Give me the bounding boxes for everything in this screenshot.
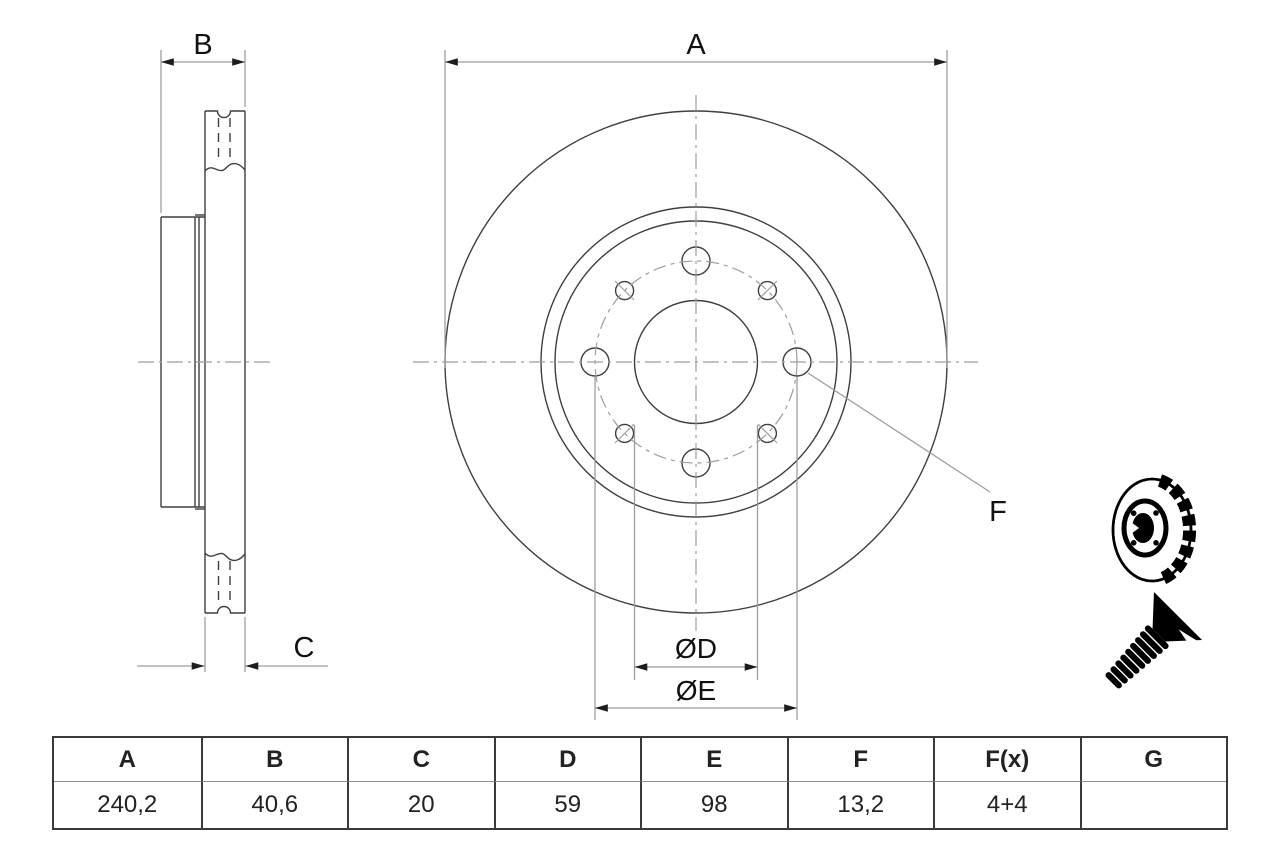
- dim-label-d-diameter: ØD: [675, 633, 717, 664]
- table-header-fx: F(x): [933, 738, 1080, 782]
- table-value-f: 13,2: [786, 782, 934, 828]
- dim-label-f: F: [989, 496, 1007, 528]
- small-hole-top-left: [614, 280, 635, 301]
- table-header-e: E: [640, 738, 787, 782]
- table-value-b: 40,6: [200, 782, 348, 828]
- table-value-a: 240,2: [97, 791, 158, 818]
- table-header-c: C: [347, 738, 494, 782]
- table-header-b: B: [200, 738, 347, 782]
- small-hole-bottom-right: [757, 423, 778, 444]
- leader-f-line: [807, 372, 991, 493]
- dim-label-c: C: [294, 632, 315, 664]
- table-header-d: D: [493, 738, 640, 782]
- vent-dashed-lines: [217, 118, 231, 606]
- small-hole-tick-tr: [757, 280, 778, 301]
- ring-bottom-edge: [205, 605, 245, 614]
- front-view-centerlines: [413, 95, 978, 631]
- countersunk-screw-icon: [1105, 591, 1203, 689]
- table-value-g: [1079, 782, 1227, 828]
- table-header-a: A: [54, 738, 201, 782]
- table-value-d: 59: [493, 782, 641, 828]
- break-line-top: [204, 162, 246, 172]
- bolt-circle: [594, 260, 798, 464]
- small-hole-top-right: [757, 280, 778, 301]
- spec-table: A B C D E F F(x) G 240,2 40,6 20 59 98 1…: [52, 736, 1228, 830]
- table-header-g: G: [1079, 738, 1226, 782]
- dim-label-b: B: [193, 29, 212, 61]
- table-value-e: 98: [640, 782, 787, 828]
- table-value-fx: 4+4: [933, 782, 1080, 828]
- dim-label-a: A: [686, 29, 706, 61]
- dim-label-e-diameter: ØE: [676, 675, 716, 706]
- small-hole-tick-br: [757, 423, 778, 444]
- small-hole-tick-bl: [614, 423, 635, 444]
- small-hole-tick-tl: [614, 280, 635, 301]
- table-header-f: F: [786, 738, 933, 782]
- brake-disc-icon: [1111, 474, 1197, 586]
- small-hole-bottom-left: [614, 423, 635, 444]
- ring-top-edge: [205, 110, 245, 119]
- dimensions: [137, 50, 991, 720]
- table-value-c: 20: [347, 782, 494, 828]
- break-line-bottom: [204, 552, 246, 562]
